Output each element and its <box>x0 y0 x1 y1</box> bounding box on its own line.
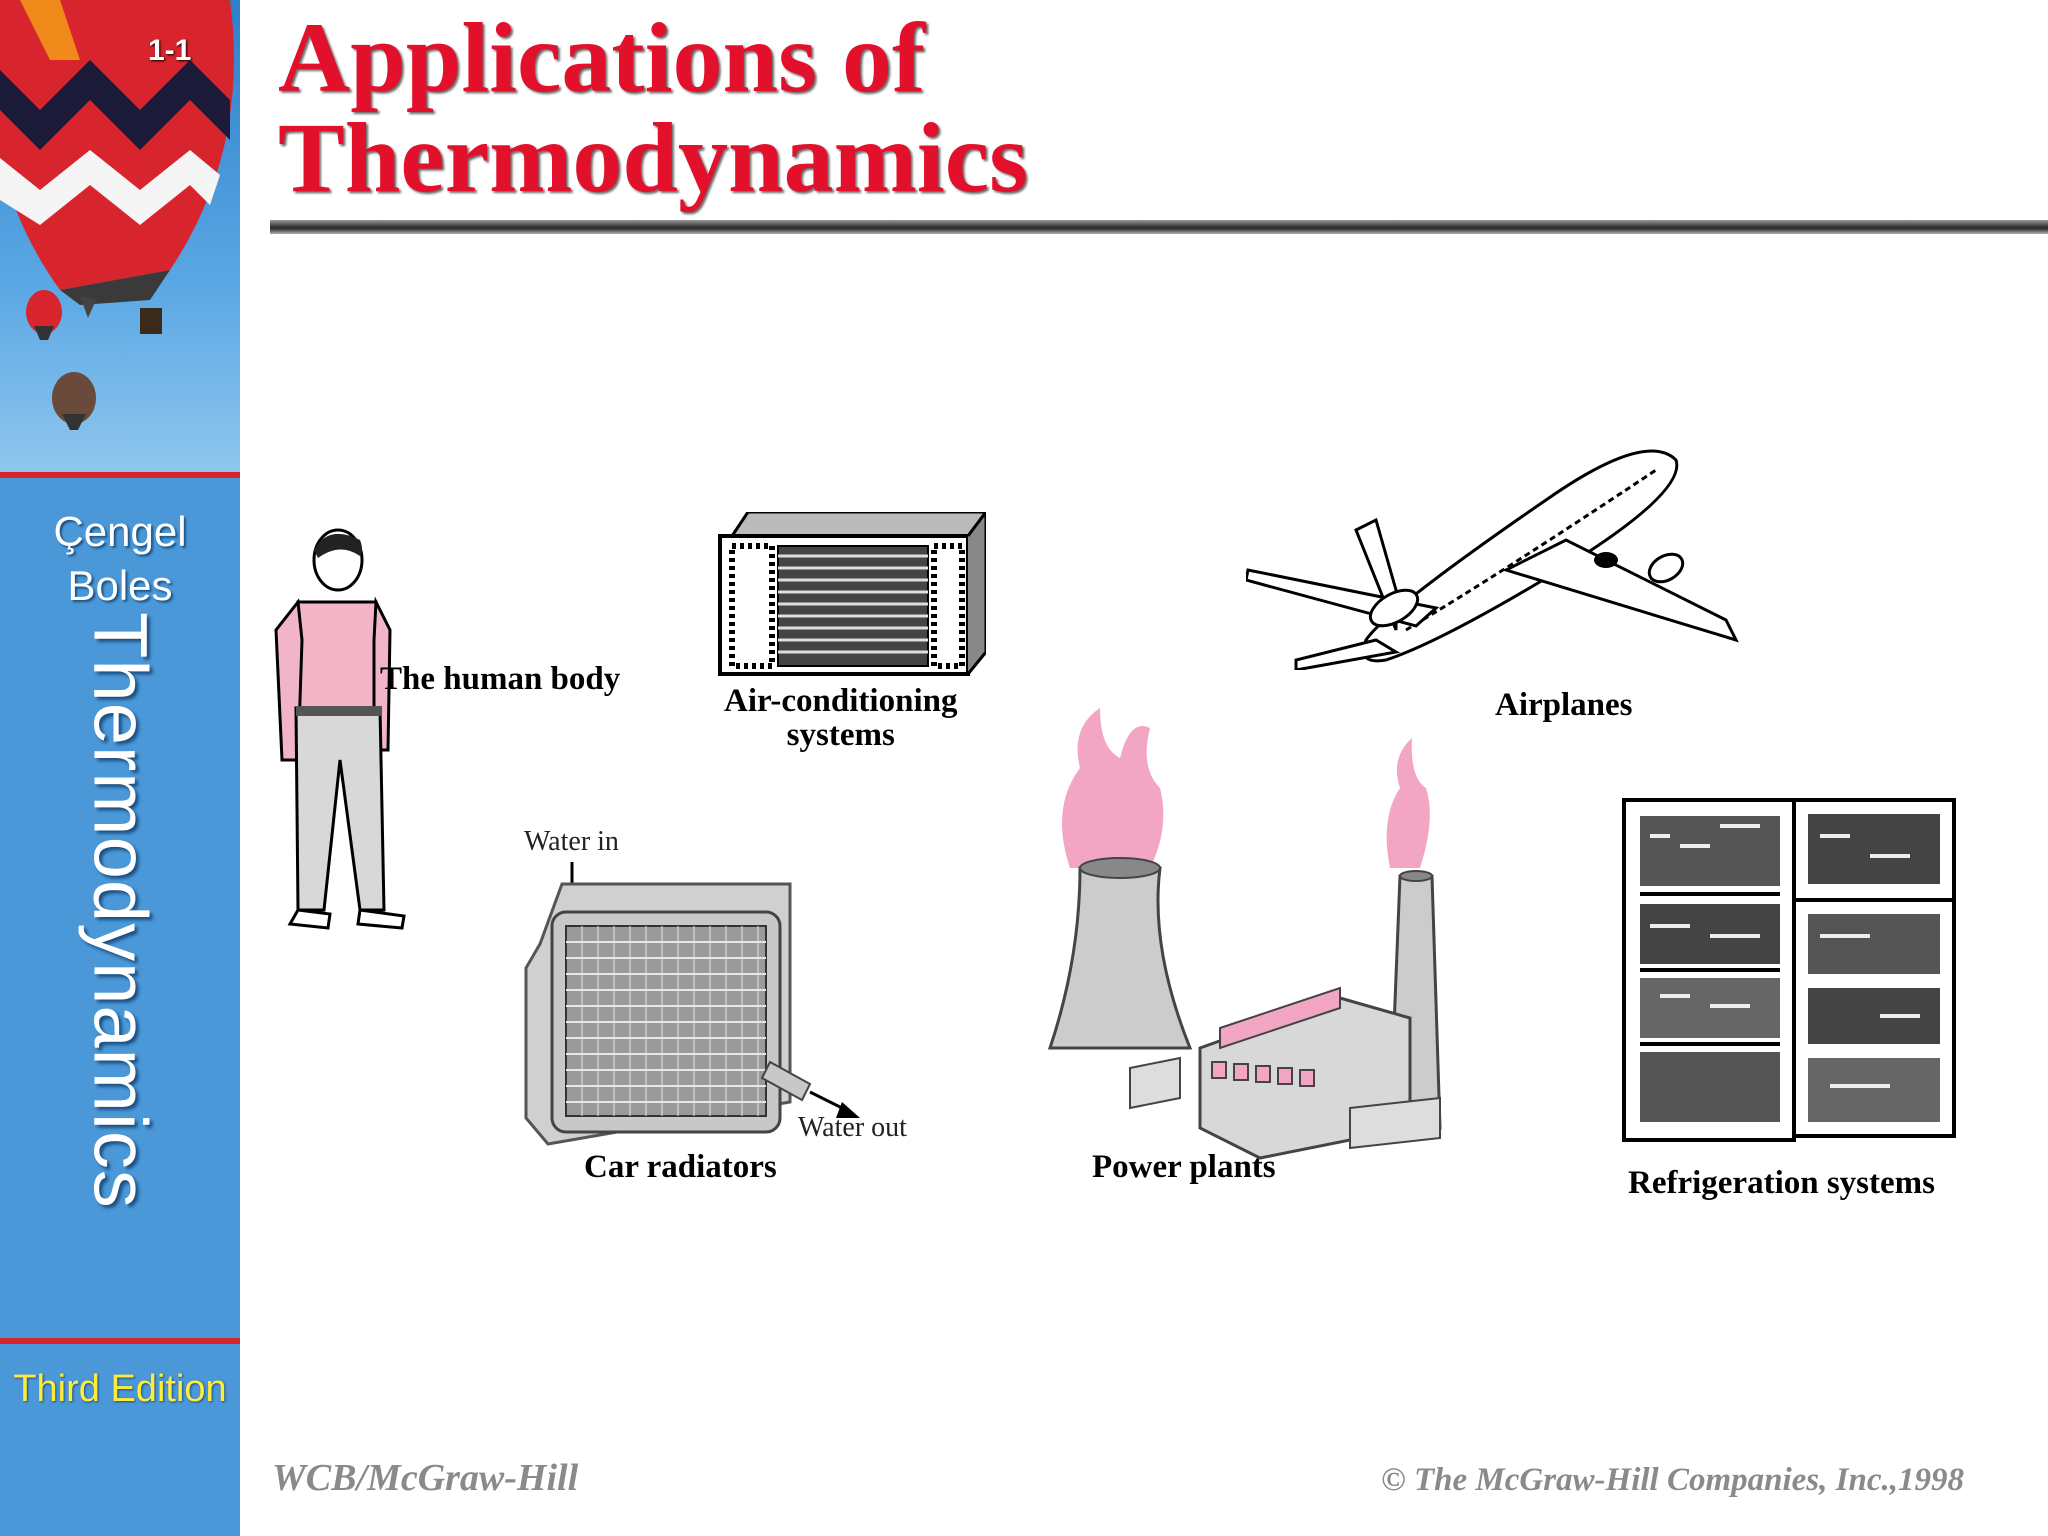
balloon-photo: 1-1 <box>0 0 240 472</box>
slide-title-line-2: Thermodynamics <box>278 102 1028 213</box>
human-body-label: The human body <box>380 661 621 697</box>
human-body-icon <box>274 528 406 930</box>
sidebar: 1-1 Çengel Boles Thermodynamics Third Ed… <box>0 0 240 1536</box>
author-name: Boles <box>67 562 173 609</box>
author-name: Çengel <box>53 508 187 555</box>
water-out-label: Water out <box>798 1112 907 1143</box>
hot-air-balloon-icon <box>0 0 234 430</box>
edition-label: Third Edition <box>13 1368 227 1410</box>
airplane-icon <box>1246 449 1739 670</box>
power-plants-label: Power plants <box>1092 1149 1276 1185</box>
title-rule <box>270 220 2048 234</box>
refrigerator-icon <box>1622 798 1956 1142</box>
sidebar-divider-top <box>0 472 240 478</box>
airplanes-label: Airplanes <box>1495 687 1633 723</box>
slide-title: Applications of Thermodynamics <box>278 8 1028 208</box>
sidebar-divider-bottom <box>0 1338 240 1344</box>
water-in-label: Water in <box>524 826 619 857</box>
car-radiator-icon <box>524 862 860 1146</box>
power-plant-icon <box>1047 708 1442 1160</box>
car-radiators-label: Car radiators <box>584 1149 777 1185</box>
slide-number: 1-1 <box>148 34 192 67</box>
air-conditioner-icon <box>718 512 986 676</box>
copyright-footer: © The McGraw-Hill Companies, Inc.,1998 <box>1381 1462 1964 1498</box>
book-title: Thermodynamics <box>77 612 163 1209</box>
refrigeration-label: Refrigeration systems <box>1628 1165 1935 1201</box>
publisher-footer: WCB/McGraw-Hill <box>272 1457 579 1499</box>
air-conditioning-label: Air-conditioning systems <box>724 683 958 753</box>
slide-title-line-1: Applications of <box>278 2 926 113</box>
